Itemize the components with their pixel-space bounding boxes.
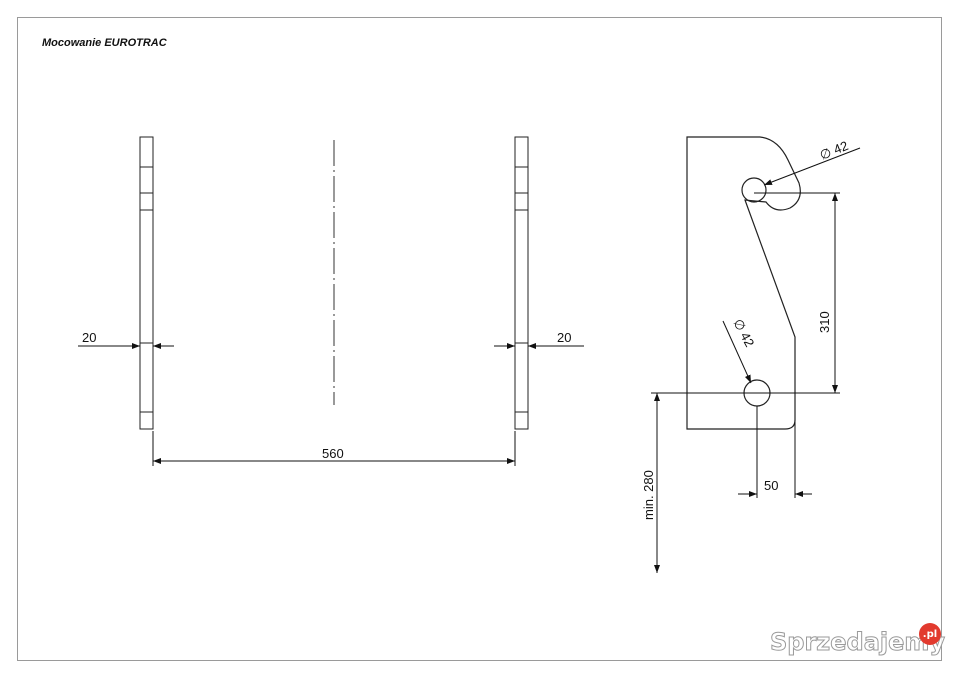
width-dimension <box>152 431 516 466</box>
drawing-sheet-border <box>17 17 942 661</box>
watermark-text: Sprzedajemy <box>769 628 946 657</box>
hole-spacing-dimension <box>754 192 840 394</box>
bottom-diameter-leader <box>722 320 752 384</box>
left-thickness-label: 20 <box>82 330 96 345</box>
top-hole <box>741 177 767 203</box>
top-diameter-label: ∅ 42 <box>818 138 851 163</box>
bottom-diameter-label: ∅ 42 <box>730 316 757 349</box>
width-dimension-label: 560 <box>322 446 344 461</box>
top-diameter-leader <box>763 147 861 186</box>
left-plate <box>139 136 154 430</box>
right-plate <box>514 136 529 430</box>
hole-offset-dimension <box>738 406 812 498</box>
min-height-label: min. 280 <box>641 470 656 520</box>
min-height-dimension <box>651 392 757 573</box>
right-thickness-label: 20 <box>557 330 571 345</box>
watermark-badge: .pl <box>919 623 941 645</box>
drawing-title: Mocowanie EUROTRAC <box>42 37 167 49</box>
hole-offset-label: 50 <box>764 478 778 493</box>
hole-spacing-label: 310 <box>817 311 832 333</box>
plate-profile <box>686 136 801 430</box>
